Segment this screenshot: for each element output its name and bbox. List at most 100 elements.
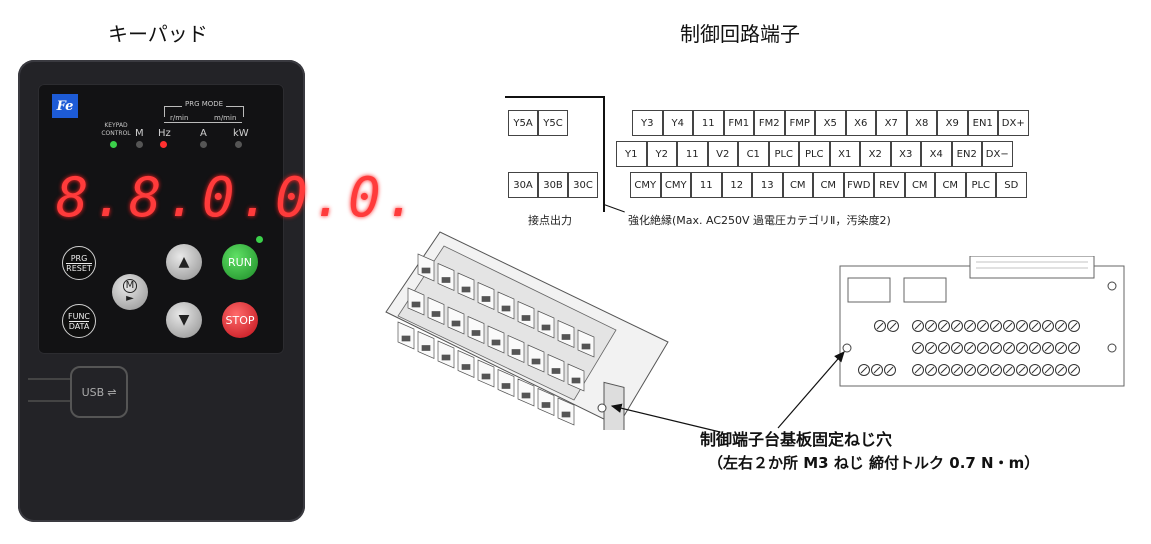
- terminal-row1-8: X7: [876, 110, 907, 136]
- terminal-row2-6: PLC: [799, 141, 830, 167]
- terminal-block-cell: [447, 306, 465, 335]
- terminal-block-slot: [451, 320, 461, 327]
- seven-segment-display: 8.8.0.0.0.: [56, 166, 422, 229]
- terminal-block-cell: [457, 272, 475, 301]
- terminal-row2-8: X2: [860, 141, 891, 167]
- terminal-block-slot: [511, 349, 521, 355]
- indicator-label-kw: kW: [233, 128, 249, 139]
- terminal-block-cell: [557, 397, 575, 426]
- terminal-block-slot: [501, 383, 511, 389]
- terminal-row2-10: X4: [921, 141, 952, 167]
- terminal-block-cell: [427, 296, 445, 326]
- terminal-row3-8: REV: [874, 172, 905, 198]
- terminal-block-slot: [471, 330, 481, 336]
- terminal-block-slot: [411, 301, 421, 308]
- terminal-block-cell: [437, 262, 455, 292]
- unit-label-rmin: r/min: [170, 114, 189, 122]
- control-terminals-heading: 制御回路端子: [680, 22, 800, 46]
- reset-label: RESET: [66, 262, 92, 273]
- terminal-block-slot: [551, 368, 561, 374]
- run-button[interactable]: RUN: [222, 244, 258, 280]
- pcb-screw-slot: [979, 366, 987, 374]
- keypad-control-led: [110, 141, 117, 148]
- terminal-block-slot: [461, 364, 471, 370]
- func-data-button[interactable]: FUNC DATA: [62, 304, 96, 338]
- terminal-row2-12: DX−: [982, 141, 1013, 167]
- unit-bracket: [164, 122, 242, 127]
- pcb-screw-slot: [1005, 366, 1013, 374]
- pcb-screw-slot: [1057, 366, 1065, 374]
- terminal-row2-7: X1: [829, 141, 860, 167]
- unit-label-mmin: m/min: [214, 114, 237, 122]
- terminal-row1-11: EN1: [967, 110, 998, 136]
- pcb-screw-slot: [953, 344, 961, 352]
- pcb-screw-slot: [1057, 344, 1065, 352]
- terminal-block-cell: [477, 359, 495, 388]
- pcb-screw-slot: [966, 366, 974, 374]
- terminal-row1-4: FM2: [754, 110, 785, 136]
- terminal-30a: 30A: [508, 172, 538, 198]
- keypad-device: Fe PRG MODE r/min m/min KEYPAD CONTROL M…: [18, 60, 417, 522]
- terminal-block-cell: [517, 300, 535, 330]
- pcb-screw-slot: [966, 322, 974, 330]
- pcb-screw-slot: [979, 344, 987, 352]
- a-led: [200, 141, 207, 148]
- m-led: [136, 141, 143, 148]
- pcb-screw-slot: [889, 322, 897, 330]
- terminal-block-cell: [417, 253, 435, 282]
- terminal-row1-0: Y3: [632, 110, 663, 136]
- terminal-block-slot: [401, 335, 411, 342]
- terminal-block-cell: [567, 363, 585, 392]
- data-label: DATA: [68, 320, 90, 331]
- terminal-block-cell: [397, 321, 415, 350]
- indicator-label-m: M: [135, 128, 144, 139]
- hz-led: [160, 141, 167, 148]
- terminal-block-slot: [581, 343, 591, 350]
- screw-hole-callout-title: 制御端子台基板固定ねじ穴: [700, 430, 893, 449]
- terminal-30b: 30B: [538, 172, 568, 198]
- terminal-block-slot: [521, 315, 531, 321]
- terminal-y5c: Y5C: [538, 110, 568, 136]
- callout-arrow-right: [777, 351, 845, 429]
- pcb-screw-slot: [992, 344, 1000, 352]
- usb-cover-line: [28, 378, 70, 402]
- terminal-block-slot: [421, 345, 431, 351]
- terminal-block-cell: [477, 281, 495, 311]
- callout-arrow-left: [610, 403, 721, 433]
- pcb-screw-slot: [1070, 322, 1078, 330]
- pcb-screw-slot: [1018, 344, 1026, 352]
- terminal-row1-10: X9: [937, 110, 968, 136]
- insulation-separator-vertical: [603, 96, 605, 212]
- insulation-separator: [505, 96, 605, 98]
- terminal-row3-7: FWD: [843, 172, 874, 198]
- down-arrow-button[interactable]: ▼: [166, 302, 202, 338]
- contact-output-label: 接点出力: [528, 214, 572, 227]
- terminal-block-cell: [537, 387, 555, 417]
- prg-reset-button[interactable]: PRG RESET: [62, 246, 96, 280]
- terminal-block-slot: [441, 354, 451, 361]
- terminal-block-slot: [521, 392, 531, 399]
- prg-label: PRG: [70, 253, 88, 263]
- pcb-screw-slot: [940, 344, 948, 352]
- terminal-row1-2: 11: [693, 110, 724, 136]
- up-arrow-button[interactable]: ▲: [166, 244, 202, 280]
- pcb-screw-slot: [1057, 322, 1065, 330]
- terminal-row3-12: SD: [996, 172, 1027, 198]
- pcb-screw-slot: [953, 322, 961, 330]
- terminal-block-slot: [561, 411, 571, 418]
- terminal-block-cell: [557, 319, 575, 349]
- stop-button[interactable]: STOP: [222, 302, 258, 338]
- terminal-row2-5: PLC: [768, 141, 799, 167]
- pcb-screw-slot: [1005, 322, 1013, 330]
- pcb-screw-slot: [1031, 366, 1039, 374]
- usb-port-cover[interactable]: USB ⇌: [70, 366, 128, 418]
- terminal-row1-3: FM1: [723, 110, 754, 136]
- m-shift-button[interactable]: M ►: [112, 274, 148, 310]
- usb-icon: ⇌: [107, 385, 117, 399]
- pcb-screw-slot: [914, 344, 922, 352]
- terminal-block-cell: [537, 310, 555, 339]
- pcb-screw-slot: [1044, 322, 1052, 330]
- terminal-block-slot: [501, 305, 511, 312]
- pcb-screw-slot: [1070, 366, 1078, 374]
- pcb-screw-slot: [860, 366, 868, 374]
